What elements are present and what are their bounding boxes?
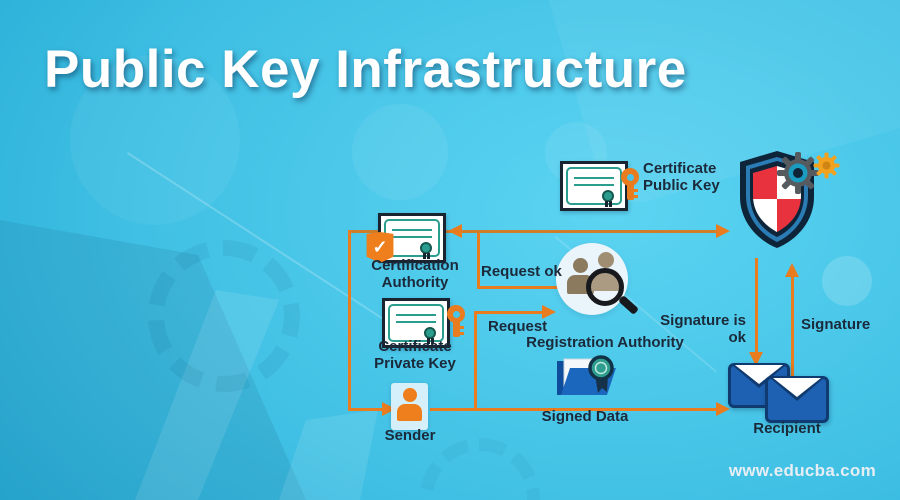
edge-ca-to-sender-horizontal xyxy=(348,408,382,411)
sender-label: Sender xyxy=(384,427,436,444)
certificate-public-key-icon xyxy=(560,161,628,211)
security-shield-icon xyxy=(740,151,814,248)
recipient-label: Recipient xyxy=(753,420,821,437)
decor-gear-outline xyxy=(420,438,540,500)
request-label: Request xyxy=(488,318,548,335)
edge-request-ok-vertical xyxy=(477,233,480,288)
arrowhead-signature-up xyxy=(785,263,799,277)
request-ok-label: Request ok xyxy=(481,263,562,280)
edge-signature xyxy=(791,277,794,377)
arrowhead-to-certification-authority xyxy=(448,224,462,238)
signature-is-ok-label: Signature is ok xyxy=(660,312,746,346)
decor-circle xyxy=(822,256,872,306)
edge-signature-ok xyxy=(755,258,758,352)
gear-small-icon xyxy=(813,152,840,179)
decor-circle xyxy=(352,104,448,200)
verified-badge-icon: ✓ xyxy=(366,232,394,263)
arrowhead-signature-ok-down xyxy=(749,352,763,366)
edge-request-ok-horizontal xyxy=(477,286,567,289)
private-key-icon xyxy=(447,305,465,337)
certificate-private-key-label: Certificate Private Key xyxy=(374,338,456,372)
edge-ca-to-sender-vertical xyxy=(348,230,351,410)
edge-certificate-line xyxy=(350,230,716,233)
edge-signed-data xyxy=(430,408,716,411)
seal-icon xyxy=(424,327,436,344)
public-key-icon xyxy=(621,168,639,200)
arrowhead-to-registration-authority xyxy=(542,305,556,319)
check-icon: ✓ xyxy=(372,237,388,257)
page-title: Public Key Infrastructure xyxy=(44,40,687,99)
decor-gear-outline xyxy=(148,240,300,392)
sender-icon-panel xyxy=(391,383,428,430)
gear-icon xyxy=(777,152,819,194)
seal-icon xyxy=(420,242,432,259)
signed-data-label: Signed Data xyxy=(541,408,629,425)
edge-request-vertical xyxy=(474,312,477,410)
arrowhead-to-shield xyxy=(716,224,730,238)
signed-data-folder-icon xyxy=(557,355,616,395)
envelope-icon xyxy=(765,376,829,423)
seal-icon xyxy=(602,190,614,207)
watermark-url: www.educba.com xyxy=(728,461,876,480)
certificate-public-key-label: Certificate Public Key xyxy=(643,160,720,194)
magnifier-icon xyxy=(586,268,624,306)
signature-label: Signature xyxy=(801,316,871,333)
certification-authority-label: Certification Authority xyxy=(371,257,459,291)
person-icon xyxy=(397,388,422,421)
registration-authority-label: Registration Authority xyxy=(526,334,684,351)
arrowhead-to-recipient xyxy=(716,402,730,416)
certificate-private-key-icon xyxy=(382,298,450,348)
edge-request-horizontal xyxy=(474,311,542,314)
decor-circle xyxy=(70,55,240,225)
